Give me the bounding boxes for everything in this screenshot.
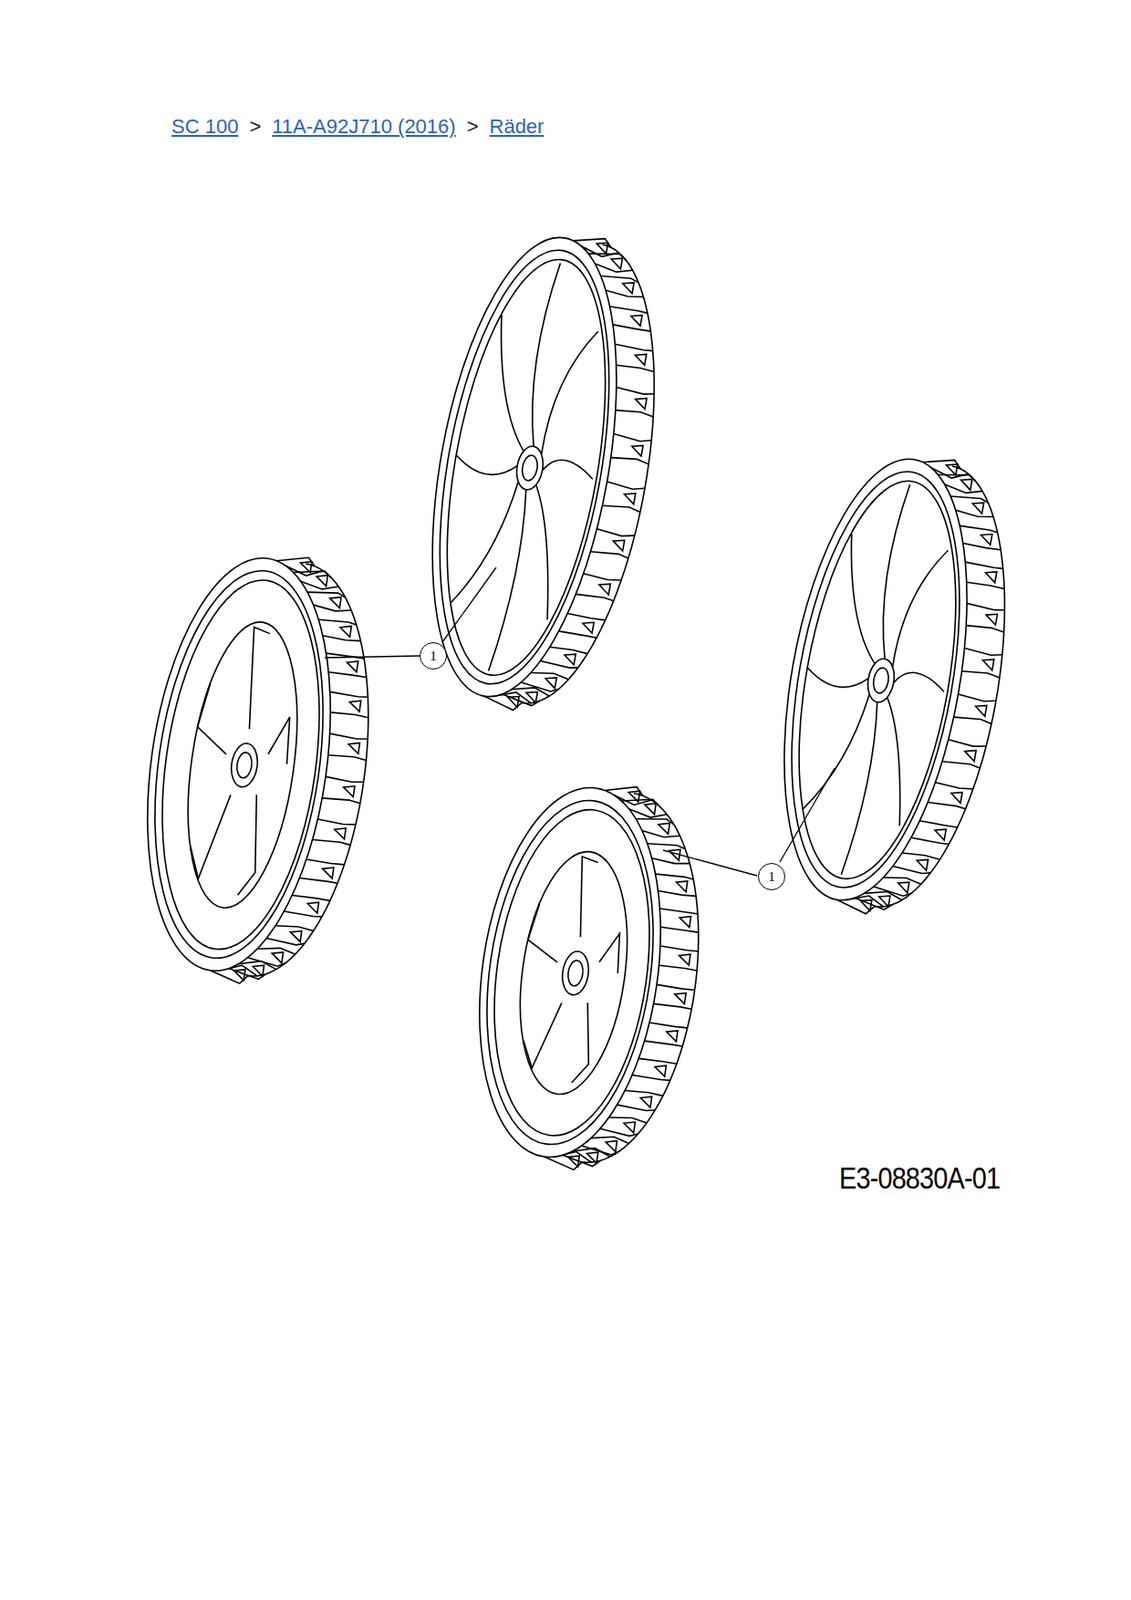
breadcrumb-separator: > — [466, 114, 479, 138]
leader-line — [442, 567, 497, 643]
wheel — [752, 438, 1037, 930]
leader-line — [779, 767, 835, 862]
leader-line — [663, 850, 758, 876]
figure-number: E3-08830A-01 — [839, 1160, 1000, 1195]
leader-line — [324, 655, 420, 658]
breadcrumb-link: Räder — [489, 114, 545, 138]
wheel — [456, 768, 722, 1183]
breadcrumb: SC 100 >11A-A92J710 (2016) > Räder — [171, 113, 544, 141]
callout-circle: 1 — [419, 642, 447, 670]
figure-id: E3-08830A-01 — [839, 1160, 1000, 1196]
wheel — [122, 539, 395, 997]
callout-number: 1 — [767, 869, 776, 885]
callout-number: 1 — [429, 648, 437, 665]
breadcrumb-link: SC 100 — [171, 114, 239, 138]
breadcrumb-link: 11A-A92J710 (2016) — [271, 114, 456, 138]
wheel — [399, 217, 686, 727]
breadcrumb-separator: > — [249, 114, 261, 138]
callout-circle: 1 — [757, 862, 786, 891]
